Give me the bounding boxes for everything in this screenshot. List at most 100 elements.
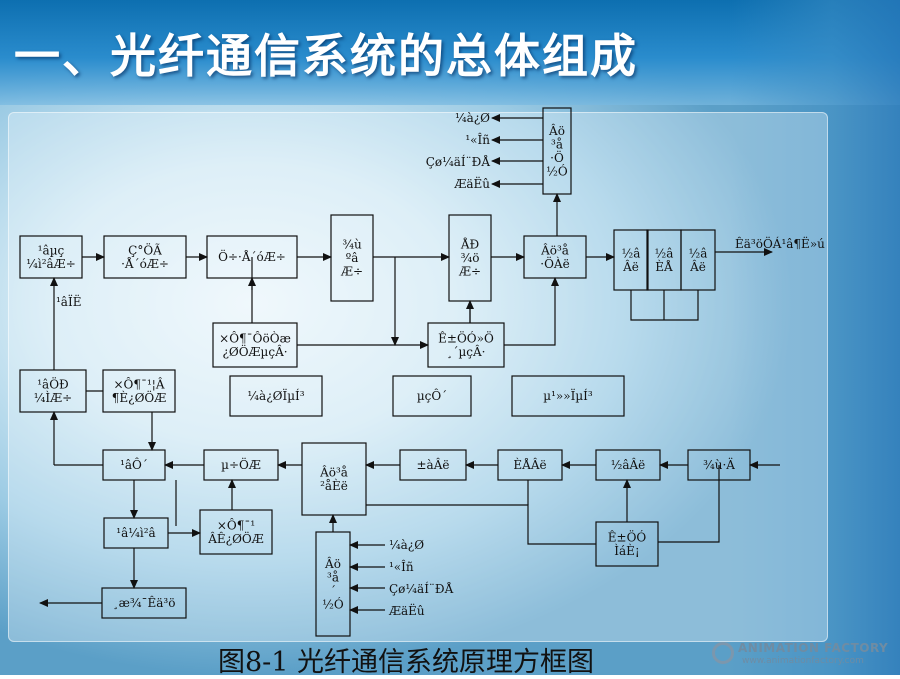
label-output-right: Êä³öÖÁ¹â¶Ë»ú <box>735 235 825 251</box>
logo-name: ANIMATION FACTORY <box>738 641 889 655</box>
label-bottom-input-1: ¹«Îñ <box>389 559 414 574</box>
block-n1-frame <box>19 235 83 279</box>
block-n12-label-1: ¸´µçÂ· <box>447 344 486 359</box>
block-n20-frame <box>301 442 367 516</box>
block-n4-label-1: ºâ <box>346 251 359 265</box>
block-n15-label-0: ¼à¿ØÏµÍ³ <box>247 387 304 403</box>
block-n28-label-3: ½Ó <box>322 595 344 611</box>
block-n17-label-0: µ¹»»ÏµÍ³ <box>543 387 593 403</box>
block-n3-label-0: Ö÷·Å´óÆ÷ <box>218 248 286 264</box>
block-n25-frame <box>595 521 659 567</box>
block-n2-label-0: Ç°ÖÃ <box>128 241 162 257</box>
block-n8-label-0: ½â <box>622 246 641 260</box>
connector-35 <box>366 504 596 545</box>
block-n6-label-0: Âö³å <box>540 242 569 257</box>
block-n2: Ç°ÖÃ·Å´óÆ÷ <box>103 235 187 279</box>
animation-factory-logo: ANIMATION FACTORY www.animationfactory.c… <box>708 640 898 670</box>
block-n12-label-0: Ê±ÖÓ»Ö <box>438 329 494 345</box>
block-n9-label-0: ½â <box>655 246 674 260</box>
block-n14: ×Ô¶¯¹¦Â¶È¿ØÖÆ <box>102 369 176 413</box>
block-n7-label-3: ½Ó <box>546 162 568 178</box>
block-n10-label-1: Âë <box>689 259 706 274</box>
connector-14 <box>504 277 559 346</box>
block-n21-label-0: ±àÂë <box>417 457 450 472</box>
label-bottom-input-0: ¼à¿Ø <box>389 538 424 552</box>
block-n7-label-1: ³å <box>551 136 563 151</box>
page-title: 一、光纤通信系统的总体组成 <box>14 29 638 83</box>
block-n14-label-0: ×Ô¶¯¹¦Â <box>113 375 164 391</box>
block-n24: ¾ù·Ä <box>687 449 751 481</box>
block-n17: µ¹»»ÏµÍ³ <box>511 375 625 417</box>
block-n11-frame <box>212 322 298 368</box>
block-n27-label-0: ×Ô¶¯¹ <box>217 516 255 532</box>
block-n5-label-1: ¾ö <box>461 251 480 265</box>
block-n18-frame <box>102 449 166 481</box>
block-n7-frame <box>542 107 572 195</box>
block-n12: Ê±ÖÓ»Ö¸´µçÂ· <box>427 322 505 368</box>
block-n17-frame <box>511 375 625 417</box>
block-n14-frame <box>102 369 176 413</box>
block-n8-frame <box>613 229 649 291</box>
block-n29-frame <box>101 587 187 619</box>
block-n2-label-1: ·Å´óÆ÷ <box>121 256 169 271</box>
block-n10-label-0: ½â <box>689 246 708 260</box>
block-n5-label-2: Æ÷ <box>458 265 481 279</box>
block-n1-label-1: ¼ì²âÆ÷ <box>26 257 76 271</box>
block-n10: ½âÂë <box>680 229 716 291</box>
block-n14-label-1: ¶È¿ØÖÆ <box>112 389 167 405</box>
block-n16-label-0: µçÔ´ <box>417 387 447 403</box>
block-n3: Ö÷·Å´óÆ÷ <box>206 235 298 279</box>
block-n18-label-0: ¹âÔ´ <box>120 456 148 472</box>
block-n25-label-0: Ê±ÖÓ <box>608 528 647 544</box>
label-top-output-3: ÆäËû <box>453 175 490 191</box>
block-n28-label-0: Âö <box>324 556 341 571</box>
block-n7-label-2: ·Ö <box>550 149 564 165</box>
block-n8: ½âÂë <box>613 229 649 291</box>
label-bottom-input-2: Çø¼äÍ¨ÐÅ <box>389 581 454 596</box>
label-fiber-input: ¹âÏË <box>56 293 81 309</box>
block-n19: µ÷ÖÆ <box>203 449 279 481</box>
right-decor-band <box>730 0 900 675</box>
block-n15-frame <box>229 375 323 417</box>
block-n7-label-0: Âö <box>548 123 565 138</box>
block-n19-label-0: µ÷ÖÆ <box>221 456 261 472</box>
block-n24-frame <box>687 449 751 481</box>
block-n28-label-2: ´ <box>330 584 336 598</box>
block-n10-frame <box>680 229 716 291</box>
block-n21: ±àÂë <box>399 449 467 481</box>
block-n4-frame <box>330 214 374 302</box>
block-n4-label-2: Æ÷ <box>340 265 363 279</box>
block-n19-frame <box>203 449 279 481</box>
label-top-output-0: ¼à¿Ø <box>455 111 490 125</box>
block-n26-frame <box>103 517 169 549</box>
block-n13-label-1: ¼ÌÆ÷ <box>34 390 72 405</box>
block-n12-frame <box>427 322 505 368</box>
block-n27-frame <box>199 509 273 555</box>
block-n20-label-1: ²åÈë <box>320 478 348 493</box>
diagram-panel <box>8 112 828 642</box>
logo-url: www.animationfactory.com <box>742 656 864 666</box>
block-n6-label-1: ·ÖÀë <box>540 255 569 271</box>
block-n5: ÅÐ¾öÆ÷ <box>448 214 492 302</box>
block-n23: ½âÂë <box>595 449 661 481</box>
block-n23-label-0: ½âÂë <box>611 457 646 472</box>
block-n6-frame <box>523 235 587 279</box>
block-n1-label-0: ¹âµç <box>38 243 65 257</box>
block-n23-frame <box>595 449 661 481</box>
block-n25-label-1: ÌáÈ¡ <box>614 543 639 558</box>
block-n27-label-1: ÂÊ¿ØÖÆ <box>207 530 264 546</box>
block-n13-frame <box>19 369 87 413</box>
block-n5-label-0: ÅÐ <box>460 237 479 252</box>
block-n4-label-0: ¾ù <box>342 238 362 252</box>
label-bottom-input-3: ÆäËû <box>388 602 425 618</box>
block-n27: ×Ô¶¯¹ÂÊ¿ØÖÆ <box>199 509 273 555</box>
block-n7: Âö³å·Ö½Ó <box>542 107 572 195</box>
block-n3-frame <box>206 235 298 279</box>
logo-mark-icon <box>712 642 734 664</box>
